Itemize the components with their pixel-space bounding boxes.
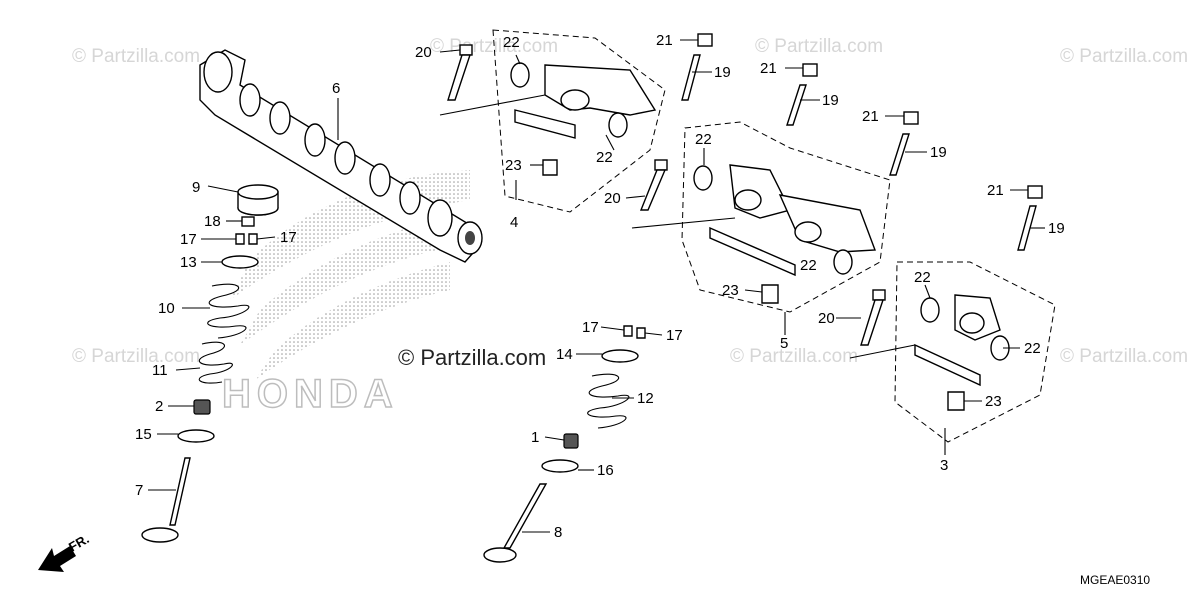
stud-19b [786, 84, 807, 126]
callout-labels: 6 9 18 17 17 13 10 11 2 15 7 20 22 22 23… [135, 32, 1065, 541]
watermark: © Partzilla.com [1060, 46, 1188, 67]
callout-23: 23 [722, 282, 739, 299]
callout-21: 21 [656, 32, 673, 49]
valve-lifter-9 [237, 184, 279, 216]
callout-17: 17 [582, 319, 599, 336]
callout-21: 21 [862, 108, 879, 125]
callout-22: 22 [503, 34, 520, 51]
nut-21c [903, 111, 919, 125]
callout-21: 21 [760, 60, 777, 77]
callout-11: 11 [152, 362, 168, 379]
valve-7 [141, 457, 191, 543]
callout-22: 22 [596, 149, 613, 166]
callout-19: 19 [714, 64, 731, 81]
spring-seat-16 [541, 459, 579, 473]
nut-21b [802, 63, 818, 77]
callout-3: 3 [940, 457, 948, 474]
callout-17: 17 [180, 231, 197, 248]
callout-20: 20 [604, 190, 621, 207]
shim-18 [241, 216, 255, 227]
spring-seat-15 [177, 429, 215, 443]
valve-seal-1 [563, 433, 579, 449]
callout-16: 16 [597, 462, 614, 479]
callout-8: 8 [554, 524, 562, 541]
callout-4: 4 [510, 214, 518, 231]
stud-19c [889, 133, 910, 176]
callout-10: 10 [158, 300, 175, 317]
honda-wordmark: HONDA [222, 372, 399, 416]
callout-5: 5 [780, 335, 788, 352]
watermark: © Partzilla.com [72, 346, 200, 367]
callout-20: 20 [415, 44, 432, 61]
diagram-code: MGEAE0310 [1080, 573, 1150, 587]
callout-23: 23 [985, 393, 1002, 410]
watermark-main: © Partzilla.com [398, 345, 546, 370]
bolt-20c [860, 289, 886, 346]
cotters-17b [623, 325, 646, 339]
callout-9: 9 [192, 179, 200, 196]
valve-8 [483, 483, 548, 563]
callout-1: 1 [531, 429, 539, 446]
callout-18: 18 [204, 213, 221, 230]
retainer-13 [221, 255, 259, 269]
group-outline-4 [492, 29, 666, 213]
callout-13: 13 [180, 254, 197, 271]
callout-22: 22 [800, 257, 817, 274]
callout-14: 14 [556, 346, 573, 363]
stud-19a [681, 54, 701, 101]
callout-20: 20 [818, 310, 835, 327]
callout-22: 22 [914, 269, 931, 286]
spring-12 [587, 373, 630, 429]
watermark: © Partzilla.com [755, 36, 883, 57]
camshaft [199, 49, 483, 263]
rocker-arm-5 [693, 164, 876, 304]
rocker-arm-4 [510, 62, 657, 176]
callout-12: 12 [637, 390, 654, 407]
callout-17: 17 [280, 229, 297, 246]
group-outline-3 [894, 261, 1056, 443]
stud-19d [1017, 205, 1037, 251]
watermark: © Partzilla.com [72, 46, 200, 67]
cotters-17 [235, 233, 258, 245]
leader-lines [148, 39, 1045, 533]
callout-19: 19 [930, 144, 947, 161]
callout-2: 2 [155, 398, 163, 415]
nut-21d [1027, 185, 1043, 199]
callout-23: 23 [505, 157, 522, 174]
callout-17: 17 [666, 327, 683, 344]
retainer-14 [601, 349, 639, 363]
group-outline-5 [681, 121, 891, 313]
callout-22: 22 [1024, 340, 1041, 357]
rocker-arm-3 [914, 294, 1010, 411]
watermark: © Partzilla.com [1060, 346, 1188, 367]
front-arrow-icon [38, 546, 76, 572]
callout-22: 22 [695, 131, 712, 148]
inner-spring-11 [198, 341, 233, 384]
nut-21a [697, 33, 713, 47]
callout-7: 7 [135, 482, 143, 499]
callout-6: 6 [332, 80, 340, 97]
bolt-20b [639, 159, 668, 211]
callout-15: 15 [135, 426, 152, 443]
valve-seal-2 [193, 399, 211, 415]
callout-19: 19 [822, 92, 839, 109]
outer-spring-10 [207, 283, 250, 339]
watermark: © Partzilla.com [430, 36, 558, 57]
callout-19: 19 [1048, 220, 1065, 237]
callout-21: 21 [987, 182, 1004, 199]
watermark: © Partzilla.com [730, 346, 858, 367]
